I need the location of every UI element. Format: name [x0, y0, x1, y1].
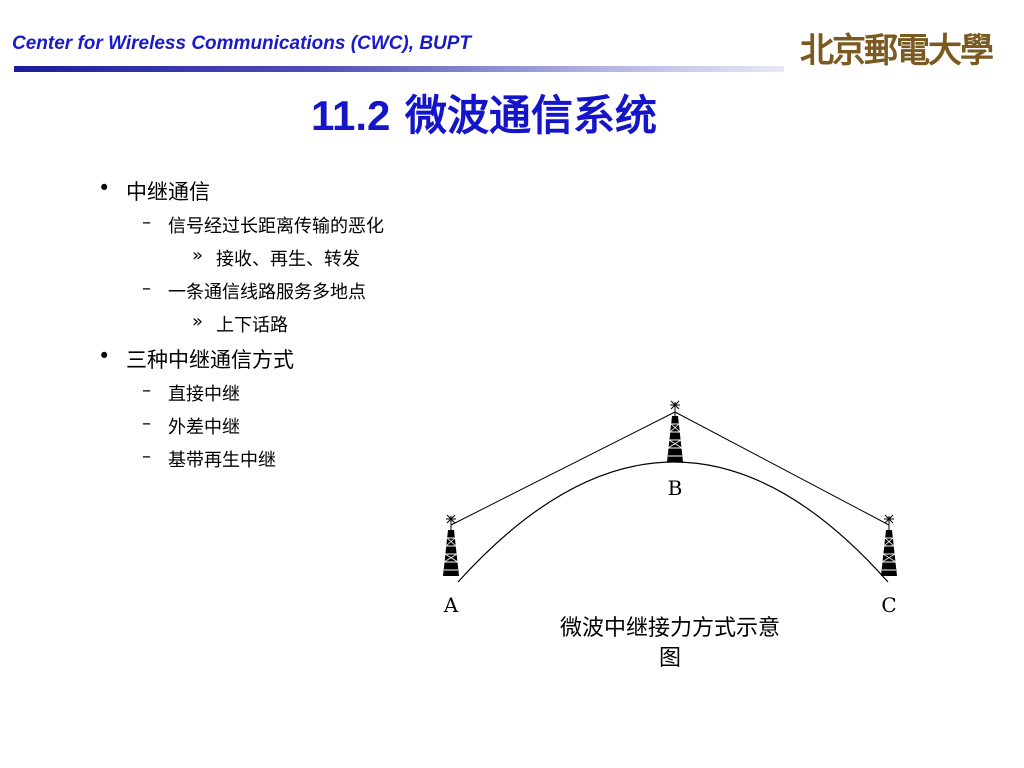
relay-diagram: A B C	[442, 400, 898, 617]
tower-a-icon	[442, 514, 460, 577]
bullet-marker: »	[192, 311, 204, 332]
bullet-marker: •	[98, 176, 111, 200]
bullet-text: 信号经过长距离传输的恶化	[168, 216, 384, 237]
bullet-marker: »	[192, 245, 204, 266]
diagram-caption: 微波中继接力方式示意 图	[520, 614, 820, 674]
caption-line-2: 图	[658, 646, 681, 671]
caption-line-1: 微波中继接力方式示意	[559, 616, 780, 641]
bullet-text: 上下话路	[216, 315, 288, 336]
station-label-b: B	[668, 476, 683, 500]
org-title: Center for Wireless Communications (CWC)…	[12, 33, 472, 54]
bullet-marker: –	[142, 413, 151, 434]
bullet-text: 接收、再生、转发	[216, 249, 360, 270]
bullet-text: 中继通信	[126, 180, 210, 204]
title-number: 11.2	[310, 92, 391, 139]
ray-a-b	[450, 411, 676, 526]
bullet-text: 外差中继	[168, 417, 240, 438]
university-logo: 北京郵電大學	[800, 26, 994, 76]
ray-b-c	[674, 411, 890, 526]
station-label-c: C	[881, 593, 896, 617]
bullet-marker: –	[142, 278, 151, 299]
title-text: 微波通信系统	[405, 91, 658, 140]
tower-c-icon	[880, 514, 898, 577]
bullet-text: 基带再生中继	[168, 450, 276, 471]
slide-title: 11.2 微波通信系统	[0, 82, 968, 143]
logo-text: 北京郵電大學	[800, 31, 994, 71]
tower-b-icon	[666, 400, 684, 463]
station-label-a: A	[443, 593, 459, 617]
bullet-marker: –	[142, 380, 151, 401]
bullet-marker: –	[142, 446, 151, 467]
bullet-marker: •	[98, 344, 111, 368]
bullet-text: 一条通信线路服务多地点	[168, 282, 366, 303]
header-divider	[14, 66, 784, 72]
bullet-text: 直接中继	[168, 384, 240, 405]
bullet-text: 三种中继通信方式	[126, 348, 294, 372]
bullet-marker: –	[142, 212, 151, 233]
